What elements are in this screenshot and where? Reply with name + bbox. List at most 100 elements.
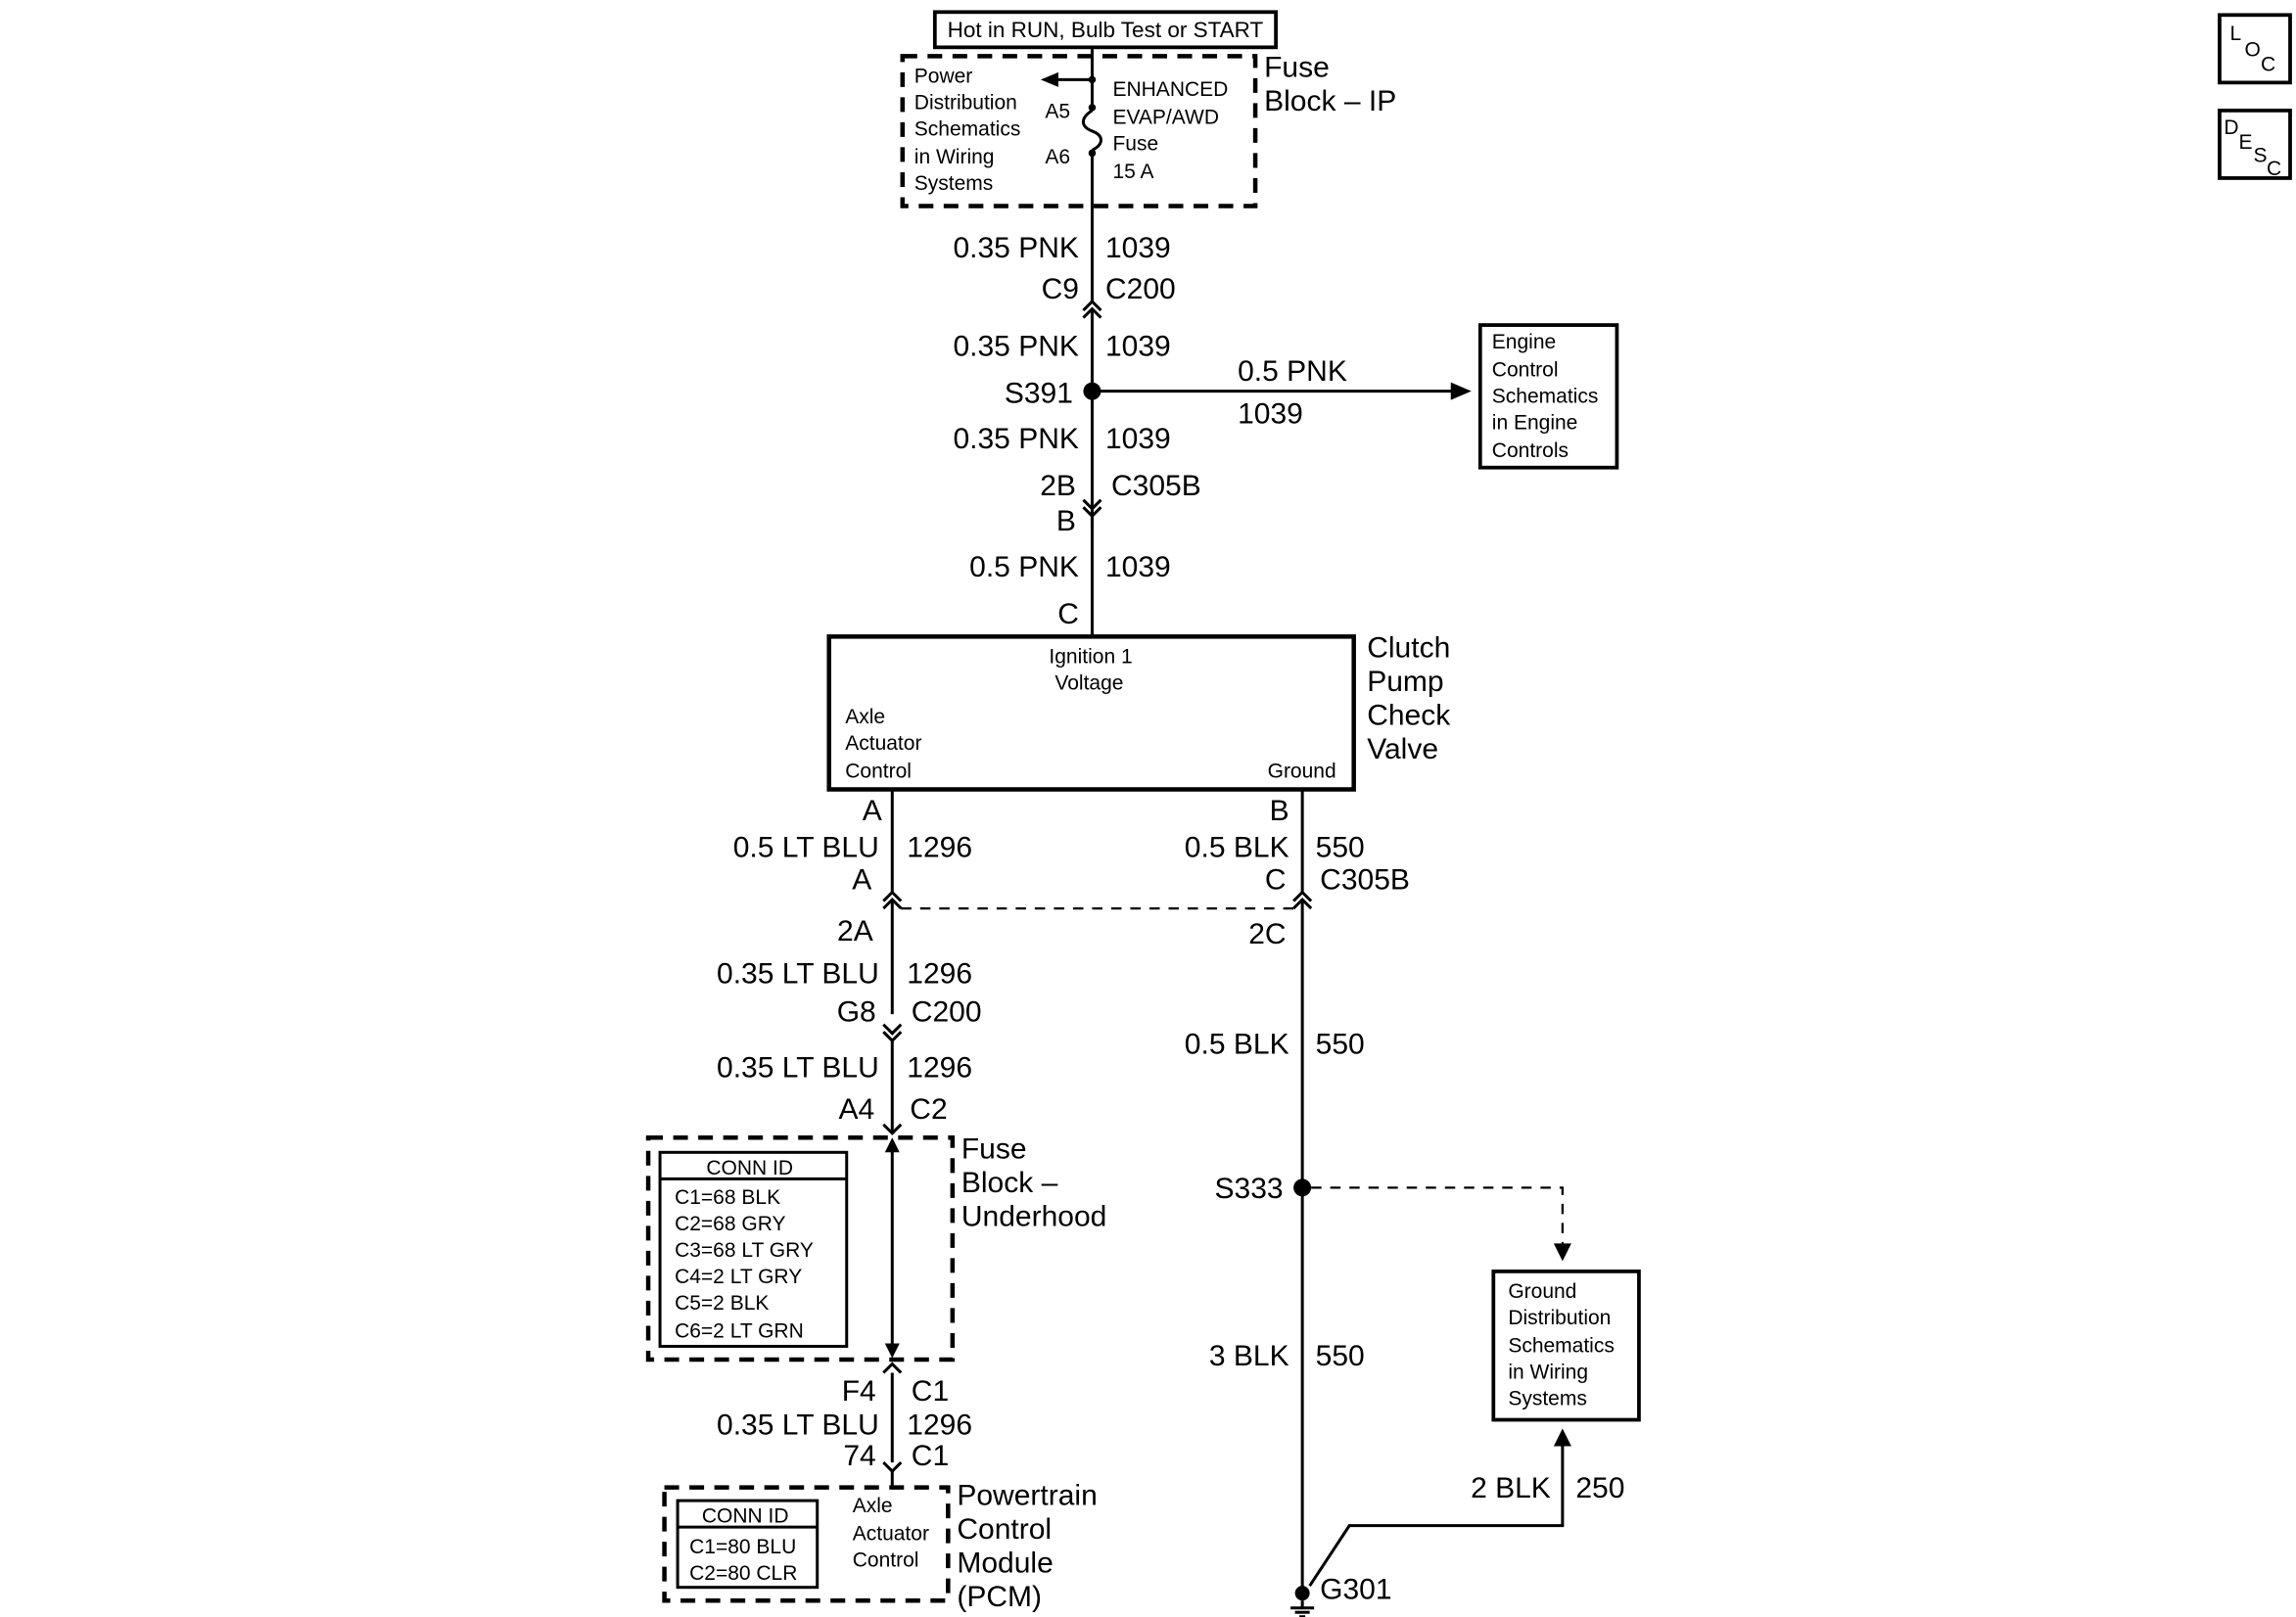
splice-s333	[1293, 1178, 1312, 1197]
right-c305b-connector: C305B	[1320, 864, 1410, 897]
w2-circuit: 1039	[1105, 331, 1171, 363]
fuse-block-uh-title: Fuse Block – Underhood	[961, 1132, 1107, 1232]
right-pin-2c: 2C	[1248, 918, 1286, 950]
wire-1039: 0.35 PNK 1039 C9 C200 0.35 PNK 1039 S391…	[953, 206, 1472, 637]
hot-label-text: Hot in RUN, Bulb Test or START	[948, 18, 1264, 42]
w1-size: 0.35 PNK	[953, 232, 1078, 264]
pcm-title: Powertrain Control Module (PCM)	[957, 1480, 1105, 1614]
svg-text:Engine Control Sch: Engine Control Schematics in Engine Cont…	[1492, 331, 1604, 462]
left-c1-top-pin: F4	[842, 1375, 876, 1408]
ground-g301-label: G301	[1320, 1574, 1391, 1606]
c305b-connector-icon	[1082, 498, 1102, 511]
left-c2-connector: C2	[910, 1093, 947, 1126]
loc-o: O	[2244, 38, 2260, 61]
w3-circuit: 1039	[1105, 423, 1171, 455]
w3-size: 0.35 PNK	[953, 423, 1078, 455]
left-w2-circuit: 1296	[907, 958, 972, 991]
w2-size: 0.35 PNK	[953, 331, 1078, 363]
conn-id-table-uh	[658, 1150, 849, 1348]
fuse-block-ip-title: Fuse Block – IP	[1264, 51, 1396, 117]
c305b-connector: C305B	[1111, 470, 1201, 502]
left-c1-bot-connector: C1	[912, 1440, 949, 1472]
loc-button[interactable]: L O C	[2218, 13, 2292, 85]
ground-wire-250	[1308, 1443, 1565, 1588]
s391-label: S391	[1005, 378, 1073, 410]
left-w2-size: 0.35 LT BLU	[717, 958, 879, 991]
desc-d: D	[2224, 116, 2238, 139]
desc-s: S	[2253, 144, 2267, 166]
left-c2-pin: A4	[839, 1093, 875, 1126]
power-distribution-ref: Power Distribution Schematics in Wiring …	[914, 65, 1026, 195]
valve-ground-label: Ground	[1268, 760, 1336, 782]
left-c200-pin: G8	[837, 996, 876, 1029]
left-w3-size: 0.35 LT BLU	[717, 1052, 879, 1085]
fuse-icon	[1081, 109, 1102, 152]
desc-c: C	[2267, 158, 2281, 180]
pin-a6: A6	[1045, 146, 1070, 168]
fuse-label: ENHANCED EVAP/AWD Fuse 15 A	[1112, 78, 1234, 183]
left-a-pin2: A	[852, 864, 871, 897]
branch-circuit: 1039	[1238, 398, 1303, 431]
left-pin-2a: 2A	[837, 915, 873, 947]
fuse-block-underhood: Fuse Block – Underhood CONN ID C1=68 BLK…	[645, 1132, 1107, 1363]
c305b-pin-b: B	[1056, 505, 1076, 537]
engine-control-ref[interactable]: Engine Control Schematics in Engine Cont…	[1477, 323, 1619, 470]
conn-id-header-uh: CONN ID	[706, 1157, 793, 1179]
c200-connector-icon	[1082, 299, 1102, 312]
conn-id-header-pcm: CONN ID	[702, 1505, 789, 1528]
branch-size: 0.5 PNK	[1238, 355, 1347, 388]
pcm: Powertrain Control Module (PCM) CONN ID …	[662, 1480, 1105, 1614]
hot-label: Hot in RUN, Bulb Test or START	[932, 10, 1278, 50]
gnd-w-size: 2 BLK	[1471, 1472, 1551, 1504]
pin-a5: A5	[1045, 100, 1070, 122]
conn-id-rows-pcm: C1=80 BLU C2=80 CLR	[689, 1536, 802, 1585]
ground-g301-point	[1294, 1586, 1310, 1601]
left-a-circuit: 1296	[907, 832, 972, 864]
wire-550: B 0.5 BLK 550 C C305B 2C 0.5 BLK 550 S33…	[1185, 789, 1624, 1617]
right-w3-circuit: 550	[1316, 1340, 1365, 1372]
w4-circuit: 1039	[1105, 551, 1171, 583]
right-b-size: 0.5 BLK	[1185, 832, 1289, 864]
right-w2-circuit: 550	[1316, 1029, 1365, 1061]
wire-1296: A 0.5 LT BLU 1296 A 2A 0.35 LT BLU 1296 …	[717, 789, 982, 1488]
desc-e: E	[2238, 131, 2252, 154]
loc-l: L	[2229, 23, 2241, 45]
left-c1-bot-pin: 74	[843, 1440, 875, 1472]
ground-distribution-ref[interactable]: Ground Distribution Schematics in Wiring…	[1491, 1270, 1641, 1422]
right-c305b-icon	[1292, 890, 1313, 902]
right-b-pin2: C	[1265, 864, 1287, 897]
w1-circuit: 1039	[1105, 232, 1171, 264]
valve-pin-c: C	[1057, 598, 1079, 630]
pcm-axle-label: Axle Actuator Control	[853, 1495, 935, 1572]
conn-id-table-pcm	[676, 1499, 820, 1590]
left-pin-a: A	[863, 795, 882, 827]
left-a-size: 0.5 LT BLU	[733, 832, 879, 864]
clutch-pump-check-valve: Clutch Pump Check Valve Ignition 1 Volta…	[826, 631, 1458, 792]
left-c1-top-connector: C1	[912, 1375, 949, 1408]
c200-connector: C200	[1105, 273, 1176, 305]
c305b-pin-2b: 2B	[1040, 470, 1076, 502]
s333-label: S333	[1215, 1173, 1284, 1205]
left-w3-circuit: 1296	[907, 1052, 972, 1085]
svg-text:Ground Distribution: Ground Distribution Schematics in Wiring…	[1508, 1280, 1619, 1410]
c200-pin-c9: C9	[1042, 273, 1079, 305]
fuse-block-ip: Fuse Block – IP Power Distribution Schem…	[900, 47, 1396, 208]
s333-ground-ref-dash	[1311, 1186, 1564, 1247]
right-w3-size: 3 BLK	[1209, 1340, 1289, 1372]
left-w4-size: 0.35 LT BLU	[717, 1409, 879, 1442]
right-b-circuit: 550	[1316, 832, 1365, 864]
right-w2-size: 0.5 BLK	[1185, 1029, 1289, 1061]
valve-ignition-label: Ignition 1 Voltage	[1049, 645, 1138, 694]
left-w4-circuit: 1296	[907, 1409, 972, 1442]
loc-c: C	[2261, 53, 2275, 75]
desc-button[interactable]: D E S C	[2218, 109, 2292, 180]
conn-id-rows-uh: C1=68 BLK C2=68 GRY C3=68 LT GRY C4=2 LT…	[675, 1186, 820, 1343]
right-pin-b: B	[1270, 795, 1289, 827]
gnd-w-circuit: 250	[1575, 1472, 1624, 1504]
valve-title: Clutch Pump Check Valve	[1367, 631, 1458, 765]
left-c200-connector: C200	[912, 996, 982, 1029]
w4-size: 0.5 PNK	[969, 551, 1079, 583]
left-c305b-icon	[882, 890, 903, 902]
splice-s391	[1083, 382, 1101, 400]
